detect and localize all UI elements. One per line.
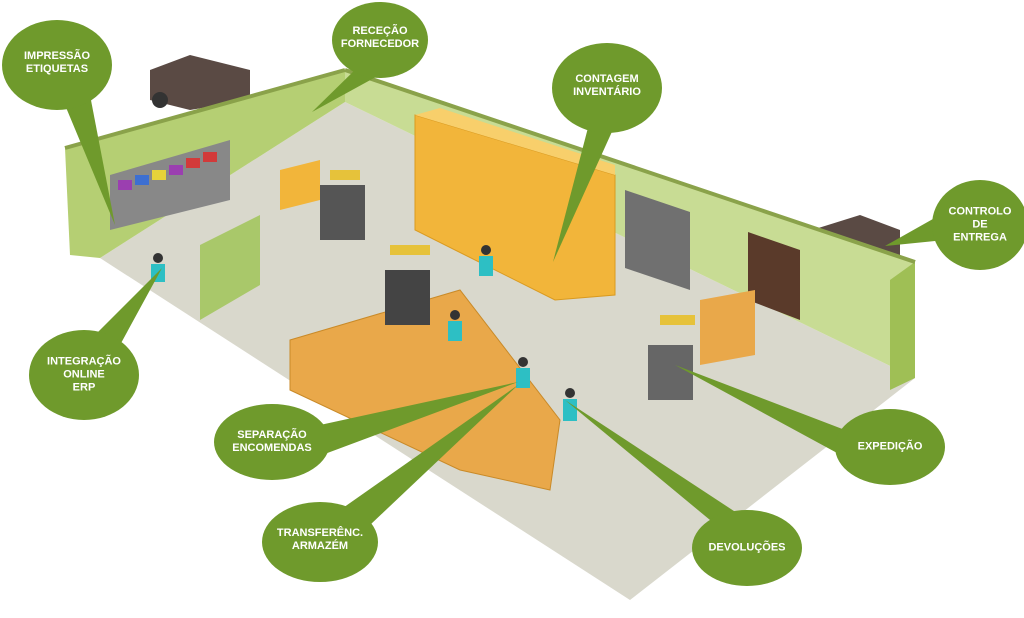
callout-expedicao-bubble xyxy=(675,365,850,460)
callout-label-integracao: INTEGRAÇÃO ONLINE ERP xyxy=(47,355,121,394)
forklift xyxy=(648,315,695,400)
callout-label-impressao: IMPRESSÃO ETIQUETAS xyxy=(23,50,91,75)
worker xyxy=(479,245,493,276)
dock-door xyxy=(748,232,800,320)
callout-bubbles xyxy=(2,2,1024,586)
callout-transferencia-bubble xyxy=(340,385,518,525)
forklift xyxy=(320,170,365,240)
callout-integracao-bubble xyxy=(95,268,162,345)
callout-label-rececao: RECEÇÃO FORNECEDOR xyxy=(340,25,420,50)
callout-separacao-bubble xyxy=(320,382,518,455)
callout-label-controlo: CONTROLO DE ENTREGA xyxy=(948,205,1012,244)
callout-label-devolucoes: DEVOLUÇÕES xyxy=(708,541,786,554)
supplier-truck xyxy=(150,55,250,110)
callout-rececao-bubble xyxy=(312,65,385,112)
forklift xyxy=(385,245,430,325)
callout-label-contagem: CONTAGEM INVENTÁRIO xyxy=(573,73,641,98)
callout-controlo-bubble xyxy=(885,215,945,246)
worker xyxy=(516,357,530,388)
worker xyxy=(448,310,462,341)
callout-label-transferencia: TRANSFERÊNC. ARMAZÉM xyxy=(276,527,364,552)
callout-label-separacao: SEPARAÇÃO ENCOMENDAS xyxy=(232,429,312,454)
partition-wall xyxy=(200,215,260,320)
inventory-stack-top xyxy=(415,108,615,175)
receiving-boxes xyxy=(280,160,320,210)
callout-contagem-bubble xyxy=(553,120,615,262)
front-right-wall xyxy=(890,262,915,390)
picking-boxes xyxy=(289,289,561,491)
dock-door xyxy=(625,190,690,290)
callout-label-expedicao: EXPEDIÇÃO xyxy=(857,440,923,453)
callout-devolucoes-bubble xyxy=(565,400,740,520)
shipping-pallet xyxy=(700,290,755,365)
colored-items xyxy=(118,152,217,190)
callout-impressao-bubble xyxy=(65,95,115,225)
worker xyxy=(563,388,577,421)
